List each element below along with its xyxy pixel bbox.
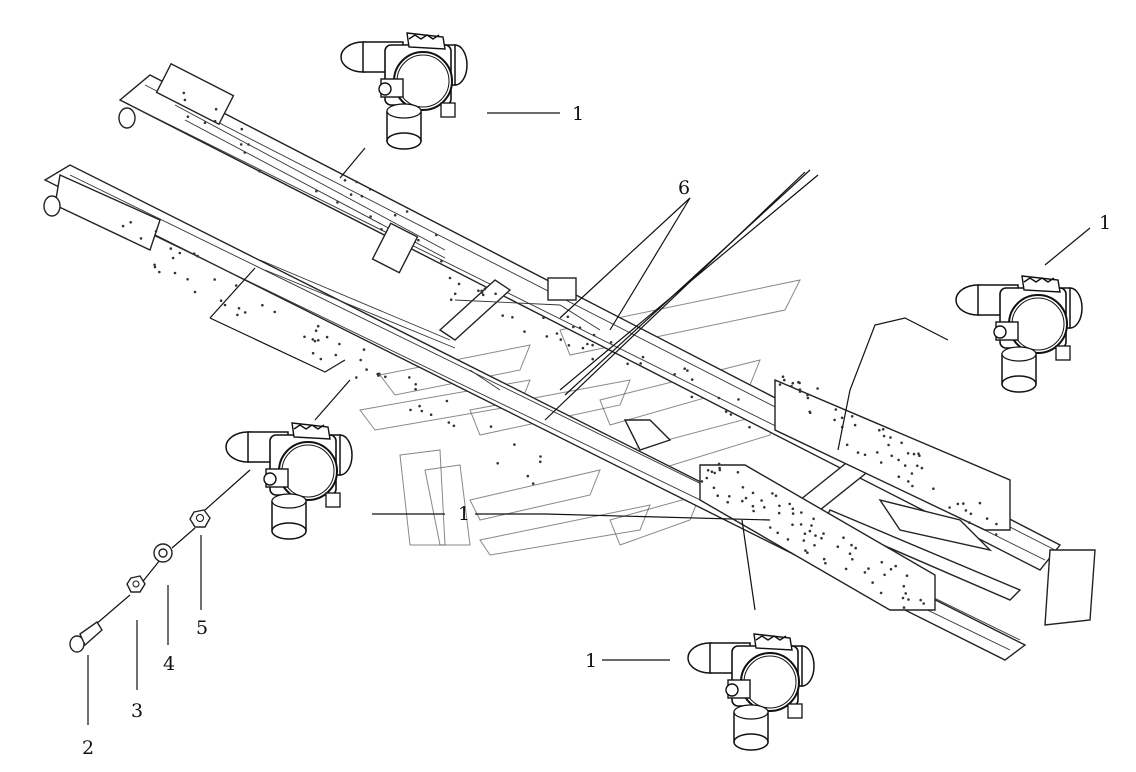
callout-1-top: 1: [572, 103, 584, 125]
valve-assembly-bottom: [687, 633, 815, 751]
callout-4: 4: [163, 653, 175, 675]
bolt: [69, 621, 103, 653]
callout-2: 2: [82, 737, 94, 759]
leader-lines: [87, 112, 1091, 725]
washer: [153, 543, 173, 563]
callout-1-right: 1: [1099, 212, 1111, 234]
callout-1-bottom: 1: [585, 650, 597, 672]
perforation-holes: [121, 91, 998, 609]
cross-members: [438, 279, 1096, 626]
nut-large: [189, 509, 211, 528]
nut-small: [126, 575, 146, 593]
valve-assembly-left: [225, 422, 353, 540]
valve-assembly-right: [955, 275, 1083, 393]
callout-5: 5: [196, 617, 208, 639]
callout-6: 6: [678, 177, 690, 199]
callout-3: 3: [131, 700, 143, 722]
callout-1-middle: 1: [458, 503, 470, 525]
valve-assembly-top: [340, 32, 468, 150]
